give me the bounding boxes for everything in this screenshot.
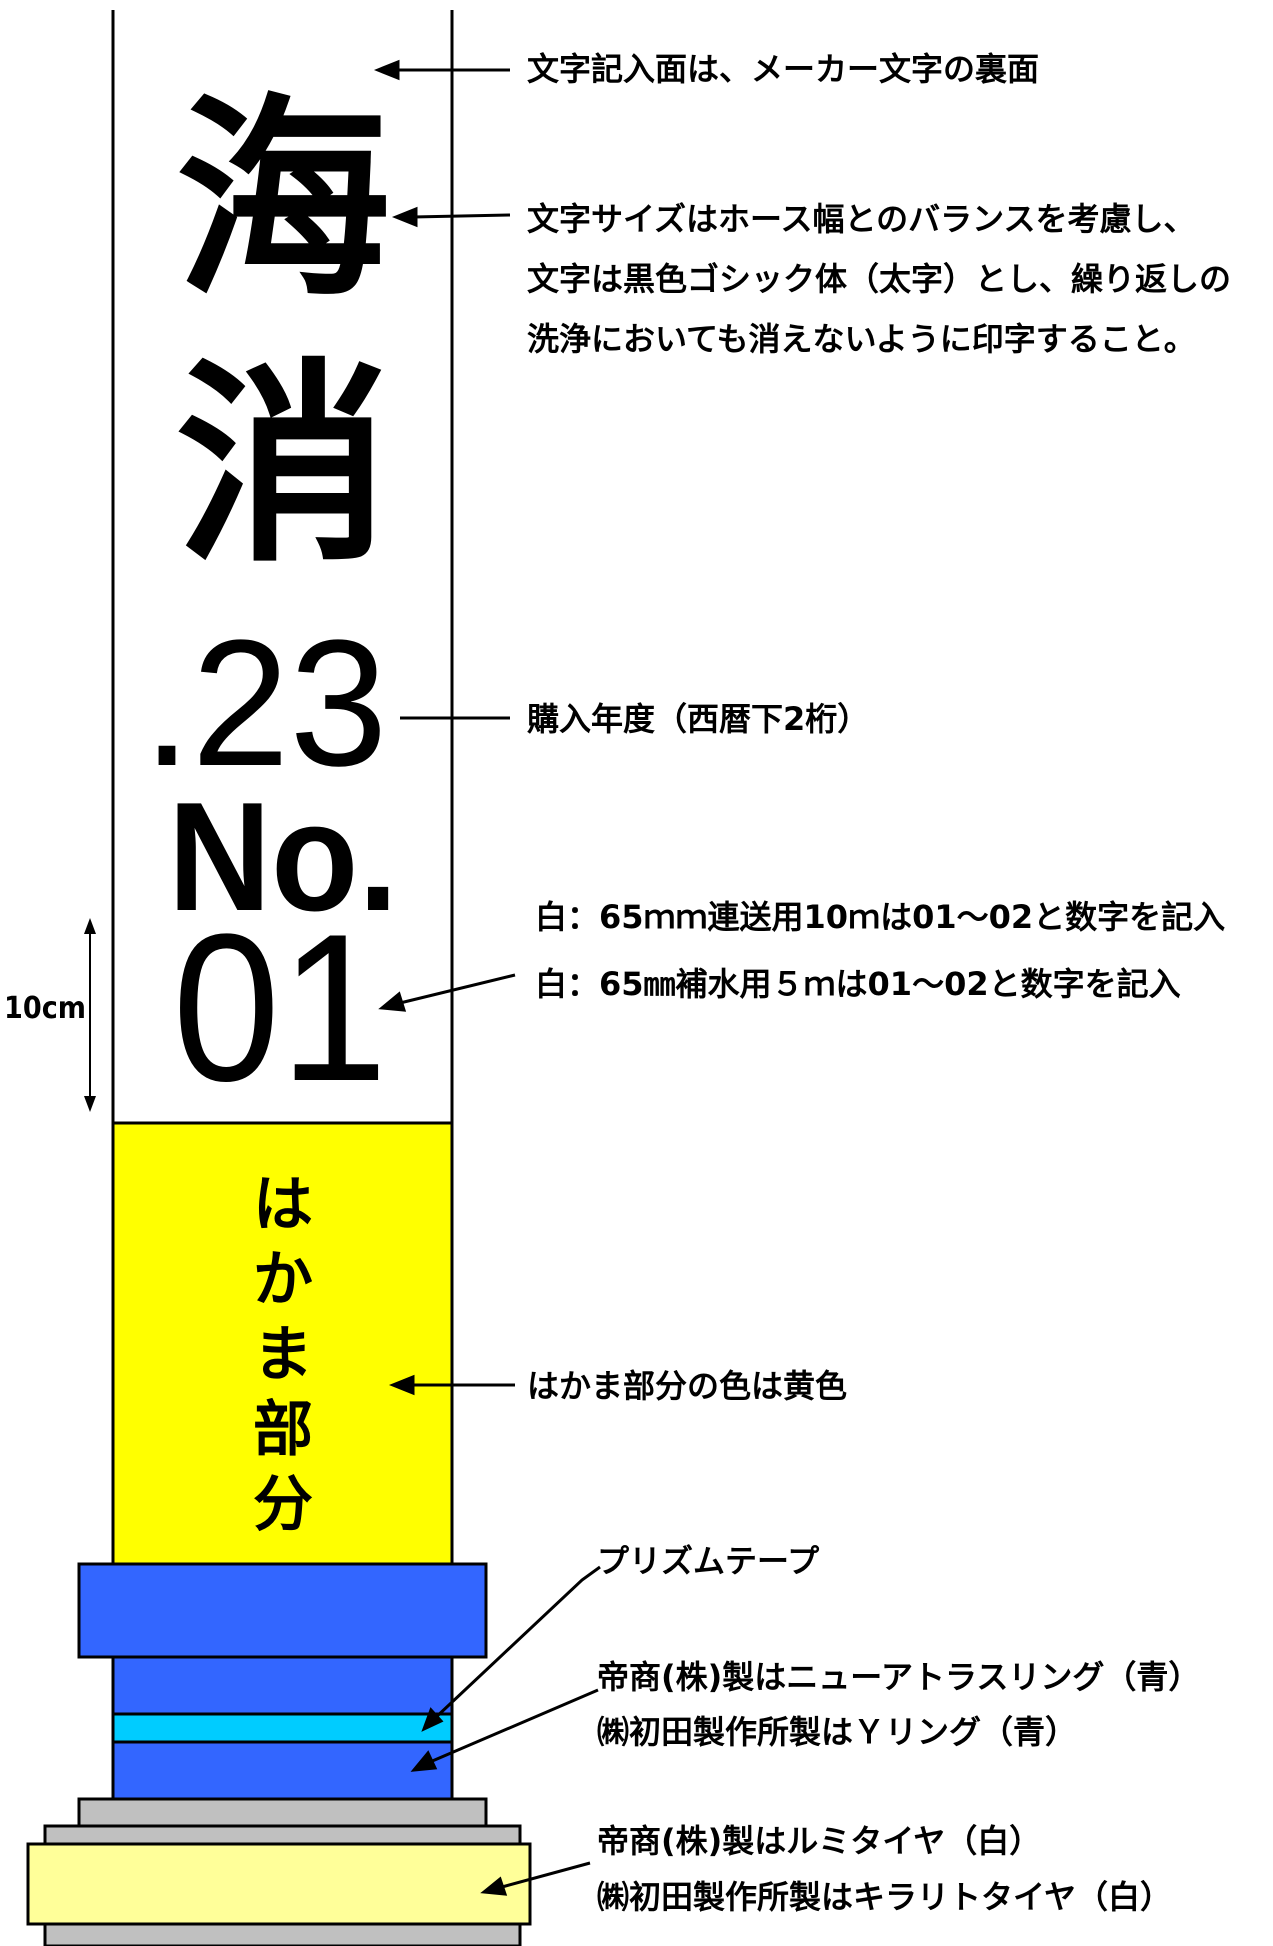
arrow-number-line: [399, 973, 516, 1005]
annotation-prism: プリズムテープ: [597, 1542, 820, 1580]
year-text: .23: [143, 603, 388, 804]
annotation-size-line-3: 洗浄においても消えないように印字すること。: [527, 320, 1196, 358]
hakama-char-1: は: [253, 1170, 313, 1240]
annotation-hakama: はかま部分の色は黄色: [527, 1367, 847, 1405]
hose-char-shou: 消: [176, 340, 391, 591]
arrow-surface-icon: [373, 59, 400, 81]
coupling-gray-upper: [77, 1797, 488, 1828]
coupling-gray-bottom: [43, 1922, 522, 1946]
arrow-tire-line: [501, 1861, 591, 1889]
annotation-number-line-2: 白：65㎜補水用５ｍは01～02と数字を記入: [535, 965, 1181, 1003]
ring-flange: [77, 1562, 488, 1659]
arrow-size-icon: [391, 206, 418, 228]
hakama-char-5: 分: [253, 1470, 313, 1540]
arrow-ring-line: [429, 1688, 599, 1764]
annotation-number-line-1: 白：65ｍｍ連送用10ｍは01～02と数字を記入: [535, 898, 1225, 936]
annotation-surface: 文字記入面は、メーカー文字の裏面: [527, 50, 1039, 88]
annotation-ring-line-1: 帝商(株)製はニューアトラスリング（青）: [597, 1658, 1200, 1696]
annotation-arrows: [373, 59, 601, 1896]
tire-band: [26, 1842, 532, 1926]
dimension-label: 10cm: [4, 991, 86, 1026]
annotation-tire-line-2: ㈱初田製作所製はキラリトタイヤ（白）: [597, 1878, 1172, 1916]
dimension-arrow-top-icon: [84, 918, 96, 934]
arrow-prism-icon: [421, 1707, 444, 1732]
annotation-year: 購入年度（西暦下2桁）: [527, 700, 869, 738]
hose-char-umi: 海: [176, 75, 391, 326]
arrow-hakama-icon: [388, 1374, 415, 1396]
arrow-prism-line: [431, 1565, 601, 1722]
annotation-ring-line-2: ㈱初田製作所製はＹリング（青）: [597, 1713, 1077, 1751]
no-label: No.: [168, 770, 398, 943]
prism-tape: [111, 1712, 454, 1744]
arrow-size-line: [412, 213, 511, 219]
hose-number: 01: [173, 890, 388, 1125]
annotation-tire-line-1: 帝商(株)製はルミタイヤ（白）: [597, 1822, 1041, 1860]
hakama-section: [111, 1121, 454, 1566]
annotation-size-line-2: 文字は黒色ゴシック体（太字）とし、繰り返しの: [527, 260, 1231, 298]
annotation-size-line-1: 文字サイズはホース幅とのバランスを考慮し、: [527, 200, 1195, 238]
coupling-gray-lower: [43, 1824, 522, 1846]
hakama-char-2: か: [253, 1245, 313, 1315]
hakama-char-3: ま: [253, 1320, 313, 1390]
hakama-char-4: 部: [253, 1395, 313, 1465]
dimension-arrow-bottom-icon: [84, 1096, 96, 1112]
arrow-ring-icon: [410, 1750, 438, 1772]
arrow-tire-icon: [480, 1876, 508, 1896]
arrow-number-icon: [378, 991, 407, 1012]
